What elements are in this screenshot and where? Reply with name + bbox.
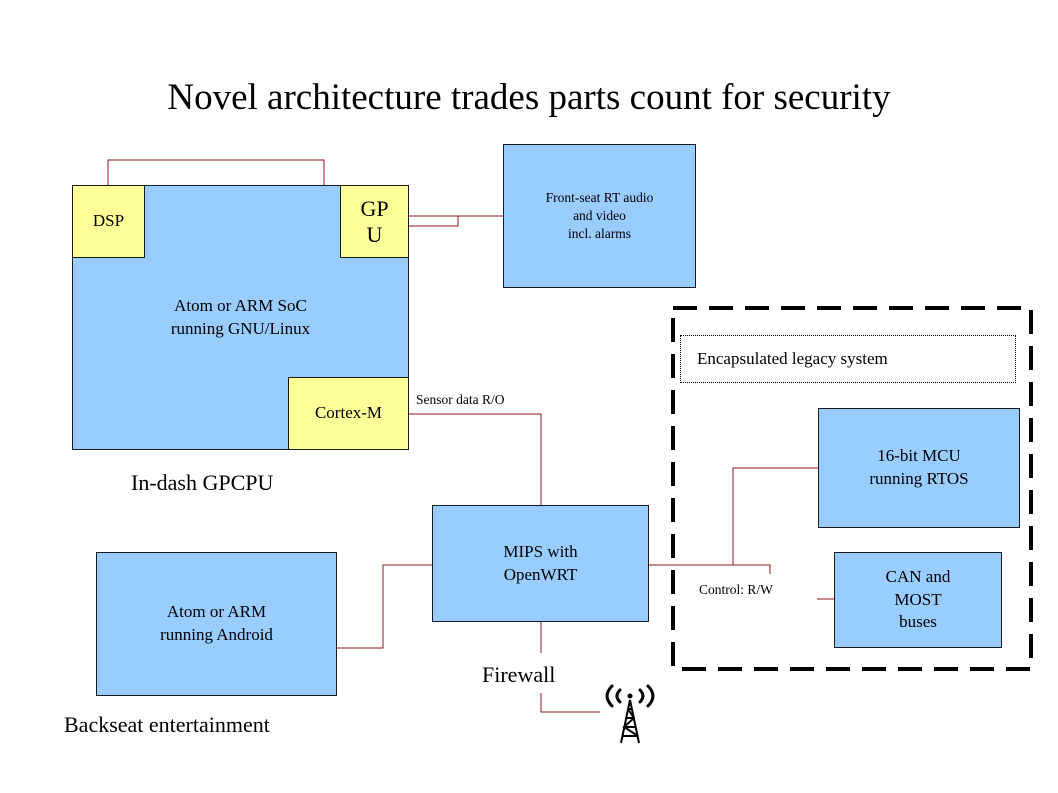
radio-antenna-icon <box>605 684 655 744</box>
can-label-line1: CAN and <box>885 566 951 586</box>
dsp-chip: DSP <box>72 185 145 258</box>
soc-label-line1: Atom or ARM SoC <box>174 295 307 315</box>
front-seat-box: Front-seat RT audio and video incl. alar… <box>503 144 696 288</box>
gpu-chip: GP U <box>340 185 409 258</box>
android-box: Atom or ARM running Android <box>96 552 337 696</box>
cortex-m-label: Cortex-M <box>314 403 383 423</box>
sensor-data-label: Sensor data R/O <box>416 392 505 407</box>
backseat-label: Backseat entertainment <box>64 712 270 737</box>
mcu-box: 16-bit MCU running RTOS <box>818 408 1020 528</box>
mcu-label-line1: 16-bit MCU <box>877 446 961 466</box>
dsp-label: DSP <box>92 211 125 231</box>
front-seat-line2: and video <box>573 207 626 223</box>
front-seat-line1: Front-seat RT audio <box>545 189 654 205</box>
control-rw-label: Control: R/W <box>699 582 773 597</box>
can-label-line2: MOST <box>894 589 942 609</box>
front-seat-line3: incl. alarms <box>568 226 631 242</box>
android-label-line1: Atom or ARM <box>166 602 267 622</box>
android-label-line2: running Android <box>160 625 273 644</box>
gpu-label-line1: GP <box>360 196 389 222</box>
in-dash-label: In-dash GPCPU <box>131 470 274 495</box>
cortex-m-chip: Cortex-M <box>288 377 409 450</box>
can-most-box: CAN and MOST buses <box>834 552 1002 648</box>
firewall-label: Firewall <box>482 662 556 687</box>
legacy-label: Encapsulated legacy system <box>697 349 888 368</box>
legacy-label-box: Encapsulated legacy system <box>680 335 1016 383</box>
mcu-label-line2: running RTOS <box>869 469 969 488</box>
gpu-label-line2: U <box>366 221 383 247</box>
mips-label-line1: MIPS with <box>503 541 578 561</box>
mips-label-line2: OpenWRT <box>503 564 578 584</box>
page-title: Novel architecture trades parts count fo… <box>167 77 891 118</box>
mips-box: MIPS with OpenWRT <box>432 505 649 622</box>
can-label-line3: buses <box>899 612 937 632</box>
soc-label-line2: running GNU/Linux <box>170 318 311 338</box>
